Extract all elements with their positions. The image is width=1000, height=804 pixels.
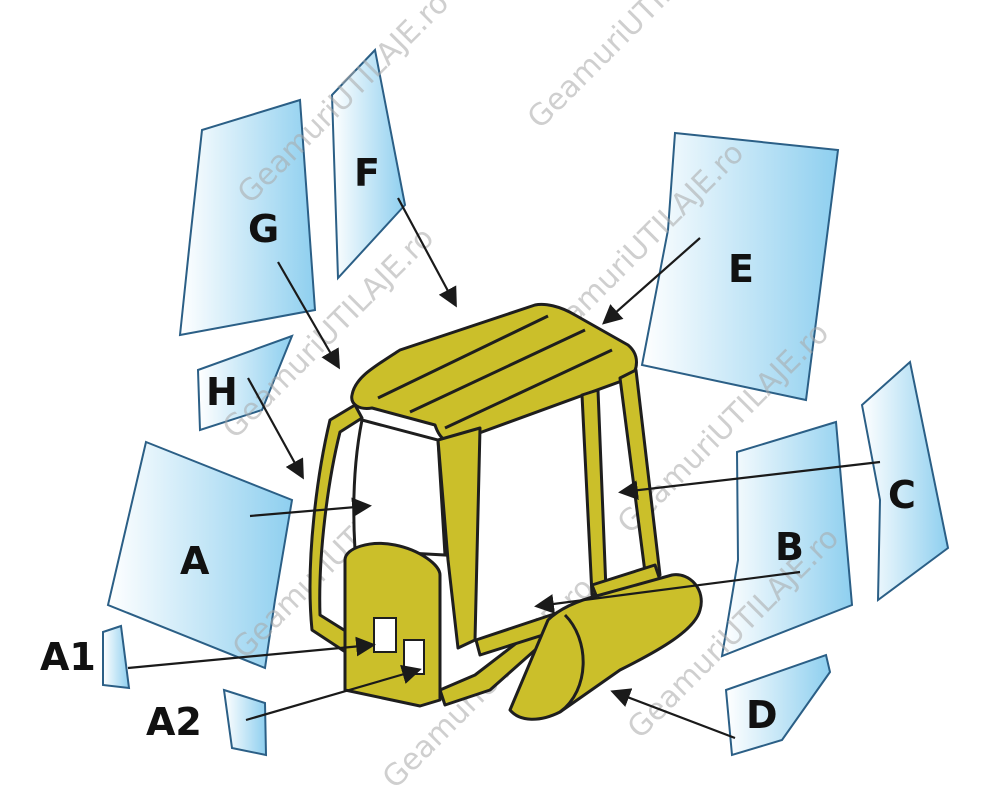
arrow-c bbox=[618, 460, 881, 501]
label-g: G bbox=[248, 207, 279, 251]
cab-pillar-front bbox=[436, 426, 482, 650]
glass-panel-a2 bbox=[222, 688, 268, 757]
cab-console-line bbox=[559, 613, 585, 714]
label-h: H bbox=[206, 370, 238, 414]
cab-door-window-a2 bbox=[403, 639, 425, 675]
arrow-e bbox=[602, 237, 701, 325]
arrow-a2 bbox=[245, 664, 422, 722]
cab-roof-line bbox=[444, 348, 613, 430]
glass-panel-h bbox=[196, 334, 294, 432]
glass-panel-c bbox=[860, 360, 950, 603]
label-e: E bbox=[728, 247, 754, 291]
cab-pillar-rear-right bbox=[618, 368, 662, 582]
arrow-g bbox=[277, 261, 340, 370]
glass-panel-a bbox=[106, 440, 294, 670]
label-f: F bbox=[354, 151, 380, 195]
glass-panel-b bbox=[720, 420, 854, 658]
label-a1: A1 bbox=[40, 635, 96, 679]
label-a: A bbox=[180, 539, 210, 583]
cab-pillar-right bbox=[580, 388, 608, 597]
arrow-h bbox=[247, 377, 304, 480]
arrow-b bbox=[534, 570, 801, 614]
glass-panel-e bbox=[640, 131, 840, 402]
glass-panel-g bbox=[178, 98, 317, 337]
cab-roof-line bbox=[377, 314, 549, 400]
arrow-a bbox=[249, 497, 372, 518]
arrow-d bbox=[610, 688, 736, 740]
machine-cab bbox=[308, 302, 703, 721]
glass-panel-d bbox=[724, 653, 832, 757]
arrow-a1 bbox=[127, 636, 376, 670]
watermark-text: GeamuriUTILAJE.ro bbox=[521, 0, 746, 136]
label-a2: A2 bbox=[146, 700, 202, 744]
glass-panel-f bbox=[330, 47, 407, 281]
cab-door-window-a1 bbox=[373, 617, 397, 653]
label-d: D bbox=[746, 693, 778, 737]
label-c: C bbox=[888, 473, 916, 517]
label-b: B bbox=[775, 525, 804, 569]
cab-roof-line bbox=[409, 328, 586, 414]
arrow-f bbox=[397, 197, 457, 308]
glass-panel-a1 bbox=[102, 624, 131, 690]
cab-left-window bbox=[352, 418, 447, 557]
